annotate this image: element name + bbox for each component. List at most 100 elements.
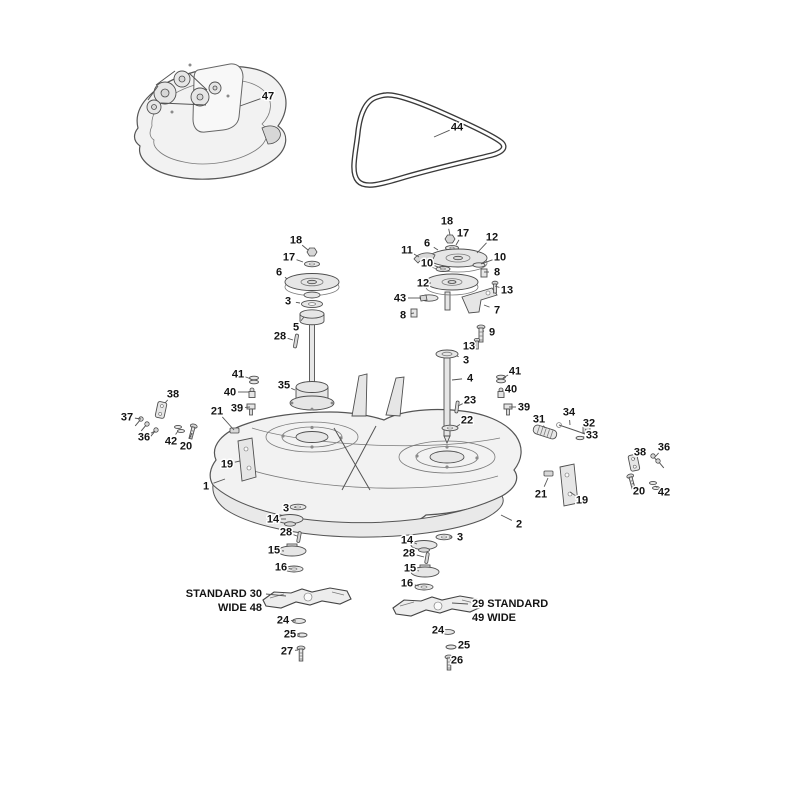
part-label-26: 26 (451, 655, 463, 667)
clip-21-left (229, 427, 240, 434)
part-label-22: 22 (461, 415, 473, 427)
leader-line (654, 452, 659, 458)
key-28-blade-right (424, 552, 430, 564)
spindle-housing-35 (289, 381, 335, 411)
part-label-43: 43 (394, 293, 406, 305)
leader-line (150, 430, 156, 434)
fitting-32 (582, 426, 591, 434)
leader-line (175, 430, 179, 435)
blade-support-15-left (277, 543, 307, 557)
part-label-33: 33 (586, 430, 598, 442)
part-label-36: 36 (658, 442, 670, 454)
leader-line (300, 316, 305, 322)
blade-note: WIDE 48 (218, 602, 262, 614)
part-label-16: 16 (275, 562, 287, 574)
key-28-left (293, 333, 299, 349)
deck-interior-sweep-2 (243, 467, 499, 489)
spindle-nut-left (306, 247, 318, 257)
part-label-24: 24 (432, 625, 445, 637)
leader-line (483, 304, 490, 308)
part-label-37: 37 (121, 412, 133, 424)
part-label-10: 10 (494, 252, 506, 264)
leader-line (291, 387, 296, 391)
leader-line (293, 534, 298, 537)
part-label-17: 17 (283, 252, 295, 264)
right-mount-hardware (543, 453, 665, 507)
part-label-47: 47 (262, 91, 274, 103)
right-blade-assembly (392, 533, 482, 671)
washers-42-right (649, 480, 657, 486)
bracket-7 (461, 287, 498, 314)
part-label-23: 23 (464, 395, 476, 407)
leader-line (433, 246, 439, 251)
leader-line (414, 542, 418, 545)
leader-line (449, 657, 452, 659)
leader-line (213, 478, 226, 484)
part-label-5: 5 (293, 322, 299, 334)
part-label-18: 18 (290, 235, 302, 247)
part-label-34: 34 (563, 407, 576, 419)
part-label-39: 39 (231, 403, 243, 415)
left-spindle-ring (265, 421, 359, 453)
part-label-25: 25 (458, 640, 470, 652)
part-label-3: 3 (463, 355, 469, 367)
spindle-nut-right (444, 234, 456, 244)
part-label-40: 40 (224, 387, 236, 399)
blade-note: STANDARD 30 (186, 588, 262, 600)
part-label-16: 16 (401, 578, 413, 590)
part-label-38: 38 (634, 447, 646, 459)
bolt-13-upper (491, 280, 499, 294)
leader-line (632, 482, 635, 485)
washer-24-right (441, 629, 455, 635)
clip-11 (413, 252, 436, 264)
part-label-27: 27 (281, 646, 293, 658)
leader-line (265, 593, 287, 597)
part-label-14: 14 (401, 535, 414, 547)
leader-line (284, 276, 288, 280)
part-label-15: 15 (268, 545, 280, 557)
part-label-32: 32 (583, 418, 595, 430)
part-label-20: 20 (633, 486, 645, 498)
thumbnail-pulleys (146, 70, 222, 115)
part-label-8: 8 (494, 267, 500, 279)
left-blade-assembly (262, 503, 352, 662)
leader-line (295, 301, 301, 304)
link-rod-34 (558, 424, 586, 435)
deck-interior-sweep-1 (251, 427, 501, 447)
blade-support-15-right (410, 564, 440, 578)
key-28-blade-left (296, 531, 302, 543)
leader-line (654, 485, 658, 488)
leader-line (413, 253, 420, 258)
bearing-3-right (435, 349, 459, 359)
thumbnail-belt-runs (147, 70, 208, 106)
leader-line (455, 239, 460, 246)
part-label-3: 3 (283, 503, 289, 515)
part-label-21: 21 (535, 489, 547, 501)
part-label-18: 18 (441, 216, 453, 228)
part-label-6: 6 (424, 238, 430, 250)
part-label-11: 11 (401, 245, 413, 257)
leader-line (301, 244, 309, 251)
leader-line (134, 417, 142, 420)
screw-37 (134, 416, 144, 427)
part-label-9: 9 (489, 327, 495, 339)
leader-line (480, 259, 493, 265)
leader-line (456, 355, 459, 358)
belt-loop-inner (352, 93, 506, 187)
bolt-13-lower (473, 337, 481, 350)
washer-25-right (445, 644, 457, 650)
plate-38-right (627, 453, 641, 472)
leader-line (543, 425, 546, 429)
leader-line (457, 403, 464, 407)
part-label-24: 24 (277, 615, 290, 627)
part-label-28: 28 (280, 527, 292, 539)
part-label-28: 28 (403, 548, 415, 560)
leader-line (287, 337, 294, 341)
part-label-39: 39 (518, 402, 530, 414)
blade-note: 49 WIDE (472, 612, 516, 624)
part-label-28: 28 (274, 331, 286, 343)
leader-line (414, 584, 420, 587)
leader-line (410, 312, 415, 315)
